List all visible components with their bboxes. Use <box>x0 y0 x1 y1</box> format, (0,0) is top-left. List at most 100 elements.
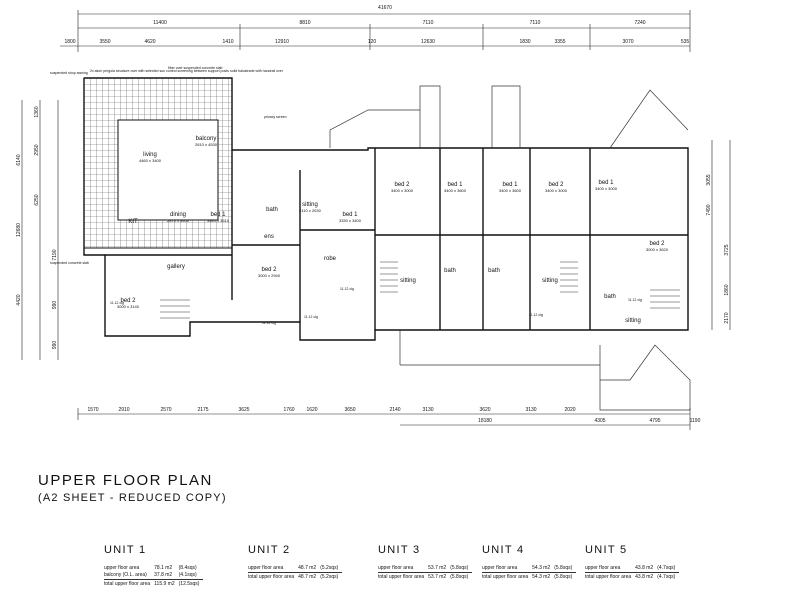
area-m2: 48.7 m2 <box>298 565 317 571</box>
bottom-dimension: 2570 <box>160 407 171 413</box>
area-m2: 53.7 m2 <box>428 572 451 581</box>
area-m2: 37.8 m2 <box>154 572 173 578</box>
area-label: total upper floor area <box>378 572 429 581</box>
unit-area-table: upper floor area 48.7 m2 (5.2sqs) total … <box>248 565 343 581</box>
area-row: upper floor area 78.1 m2 (8.4sqs) <box>104 565 203 572</box>
area-sqs: (5.8sqs) <box>450 572 473 581</box>
bottom-dimension: 1620 <box>306 407 317 413</box>
left-dimension: 990 <box>52 301 58 310</box>
bottom-dimension: 3650 <box>344 407 355 413</box>
area-m2: 54.3 m2 <box>532 565 551 571</box>
area-sqs: (12.5sqs) <box>178 579 204 588</box>
left-dimension: 2950 <box>34 144 40 155</box>
unit-name: UNIT 3 <box>378 544 421 556</box>
unit-area-block: UNIT 4 upper floor area 54.3 m2 (5.8sqs)… <box>482 544 577 581</box>
plan-note: privacy screen <box>264 115 287 119</box>
room-label: bath <box>604 294 616 300</box>
room-label: dining <box>170 212 186 218</box>
top-dimension: 1830 <box>519 39 530 45</box>
bottom-dimension: 1760 <box>283 407 294 413</box>
room-size: 3400 x 3000 <box>595 186 618 191</box>
left-dimension: 4420 <box>16 294 22 305</box>
area-row: balcony (O.L. area) 37.8 m2 (4.1sqs) <box>104 572 203 580</box>
bottom-dimension: 3130 <box>525 407 536 413</box>
bottom-dimension: 4305 <box>594 418 605 424</box>
roof-outlines <box>329 85 691 411</box>
plan-note: fiber over suspended concrete slab <box>168 66 223 70</box>
top-dimension: 3355 <box>554 39 565 45</box>
area-sqs: (4.7sqs) <box>657 565 676 571</box>
area-label: upper floor area <box>378 565 414 571</box>
bottom-dimension: 1570 <box>87 407 98 413</box>
area-m2: 43.8 m2 <box>635 572 658 581</box>
top-dimension: 12630 <box>421 39 435 45</box>
top-dimension: 3550 <box>99 39 110 45</box>
unit-name: UNIT 5 <box>585 544 628 556</box>
top-dimension: 7240 <box>634 20 645 26</box>
right-dimension: 3055 <box>706 174 712 185</box>
bottom-dimension: 4795 <box>649 418 660 424</box>
bottom-dimension: 3620 <box>479 407 490 413</box>
right-dimension: 2170 <box>724 312 730 323</box>
stair-treads <box>160 261 680 319</box>
area-m2: 115.9 m2 <box>154 579 179 588</box>
top-dimension: 4620 <box>144 39 155 45</box>
room-label: bed 2 <box>394 182 410 188</box>
room-size: 3000 x 3620 <box>646 247 669 252</box>
room-size: 2110 x 2030 <box>299 208 321 213</box>
plan-note: solid balustrade with handrail over <box>230 69 284 73</box>
area-label: total upper floor area <box>482 572 533 581</box>
area-total-row: total upper floor area 48.7 m2 (5.2sqs) <box>248 572 343 581</box>
top-dimension: 120 <box>368 39 377 45</box>
unit-area-table: upper floor area 43.8 m2 (4.7sqs) total … <box>585 565 680 581</box>
area-sqs: (5.8sqs) <box>554 572 577 581</box>
right-dimension: 1860 <box>724 284 730 295</box>
right-dimension: 3725 <box>724 244 730 255</box>
room-label: bed 2 <box>261 267 277 273</box>
plan-subtitle: (A2 SHEET - REDUCED COPY) <box>38 492 227 504</box>
unit-area-table: upper floor area 78.1 m2 (8.4sqs) balcon… <box>104 565 204 588</box>
ceiling-level-label: 11.12 clg <box>304 315 318 319</box>
area-total-row: total upper floor area 43.8 m2 (4.7sqs) <box>585 572 680 581</box>
room-label: bed 2 <box>649 241 665 247</box>
room-size: 3340 x 3510 <box>207 218 230 223</box>
left-dimension-lines <box>21 100 59 360</box>
room-size: 3400 x 3600 <box>499 188 522 193</box>
area-label: total upper floor area <box>104 579 155 588</box>
area-label: upper floor area <box>248 565 284 571</box>
unit-name: UNIT 2 <box>248 544 291 556</box>
ceiling-level-label: 11.12 clg <box>628 298 642 302</box>
area-sqs: (5.2sqs) <box>320 572 343 581</box>
ceiling-level-label: 11.12 clg <box>262 321 276 325</box>
room-label: bed 1 <box>502 182 518 188</box>
area-label: upper floor area <box>585 565 621 571</box>
top-dimension: 12910 <box>275 39 289 45</box>
room-size: 3400 x 3600 <box>444 188 467 193</box>
bottom-dimension: 2910 <box>118 407 129 413</box>
area-row: upper floor area 48.7 m2 (5.2sqs) <box>248 565 342 573</box>
ceiling-level-label: 11.12 clg <box>110 301 124 305</box>
top-dimension: 7110 <box>530 20 541 26</box>
room-size: 4460 x 3400 <box>139 158 162 163</box>
unit-area-block: UNIT 5 upper floor area 43.8 m2 (4.7sqs)… <box>585 544 680 581</box>
room-label: bath <box>488 268 500 274</box>
ceiling-level-label: 11.12 clg <box>340 287 354 291</box>
right-dimension-lines <box>711 140 731 330</box>
unit-area-block: UNIT 3 upper floor area 53.7 m2 (5.8sqs)… <box>378 544 473 581</box>
right-dimension: 7490 <box>706 204 712 215</box>
room-label: bed 1 <box>342 212 358 218</box>
area-label: balcony (O.L. area) <box>104 572 147 578</box>
bottom-dimension: 1190 <box>690 418 701 424</box>
area-label: upper floor area <box>482 565 518 571</box>
left-dimension: 12680 <box>16 223 22 237</box>
plan-note: suspended shop awning <box>50 71 88 75</box>
left-dimension: 990 <box>52 341 58 350</box>
area-m2: 43.8 m2 <box>635 565 654 571</box>
bottom-dimension: 2140 <box>389 407 400 413</box>
room-label: bath <box>444 268 456 274</box>
unit-name: UNIT 1 <box>104 544 147 556</box>
left-dimension: 6250 <box>34 194 40 205</box>
unit-name: UNIT 4 <box>482 544 525 556</box>
area-sqs: (5.8sqs) <box>554 565 573 571</box>
